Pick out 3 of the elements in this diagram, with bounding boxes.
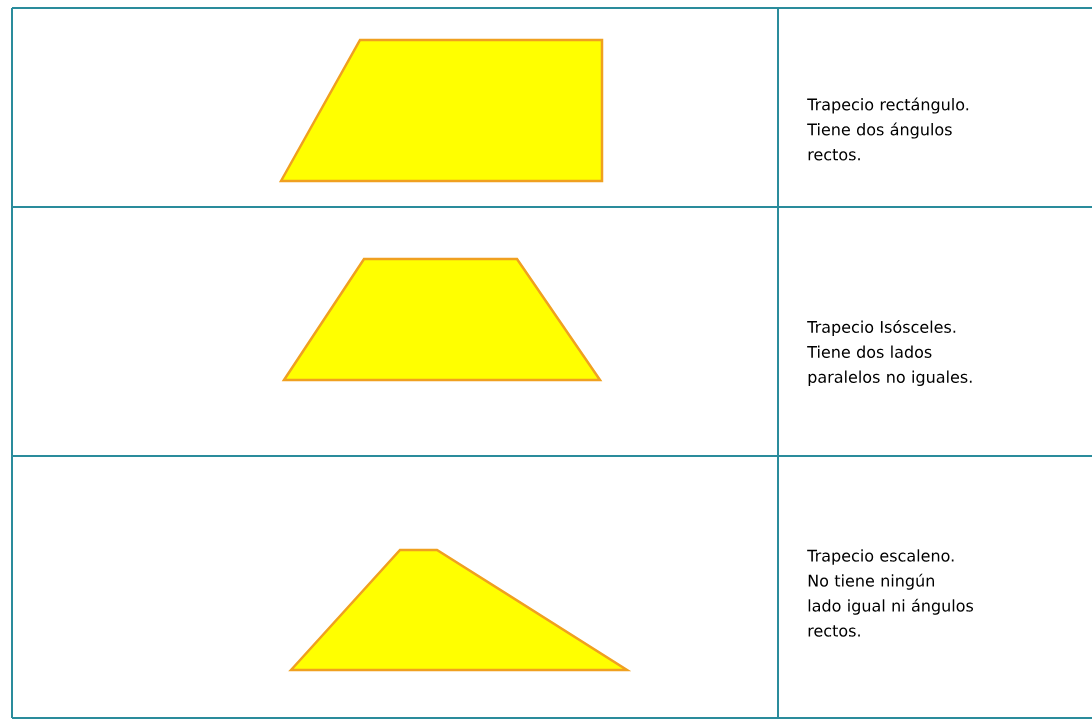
description-text: Trapecio Isósceles. Tiene dos lados paralelos no iguales.: [807, 319, 972, 387]
description-text: Trapecio rectángulo. Tiene dos ángulos rectos.: [807, 97, 969, 161]
description-text: Trapecio escaleno. No tiene ningún lado igual ni ángulos rectos.: [807, 549, 974, 637]
